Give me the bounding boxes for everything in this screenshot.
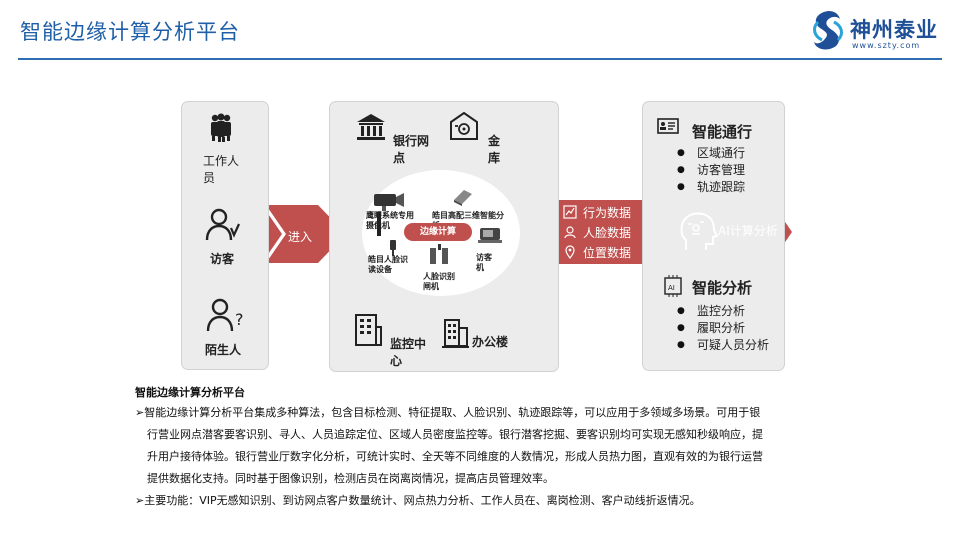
analysis-title: 智能分析: [692, 279, 753, 297]
traffic-list: 区域通行 访客管理 轨迹跟踪: [677, 145, 745, 196]
behavior-data-icon: [563, 205, 577, 219]
location-data-icon: [565, 245, 575, 259]
vault-icon: [450, 111, 478, 140]
device-label-face-gate: 人脸识别闸机: [423, 272, 455, 291]
camera-icon: [374, 193, 404, 211]
camera-pole-icon: [377, 212, 381, 236]
scene-label-vault: 金库: [488, 134, 501, 165]
device-label-visitor-machine: 访客机: [476, 253, 492, 272]
scene-label-bank: 银行网点: [393, 134, 430, 165]
analysis-item: 履职分析: [677, 320, 769, 337]
people-panel: [181, 101, 269, 370]
traffic-title: 智能通行: [692, 123, 753, 141]
ai-head-icon: [680, 212, 718, 250]
people-label-staff: 工作人员: [203, 154, 240, 185]
logo-url: www.szty.com: [852, 41, 921, 50]
flow-label-face: 人脸数据: [583, 226, 632, 240]
staff-group-icon: [211, 113, 231, 142]
description-line: 行营业网点潜客要客识别、寻人、人员追踪定位、区域人员密度监控等。银行潜客挖掘、要…: [147, 428, 763, 441]
device-label-camera: 鹰眼系统专用摄像机: [366, 211, 414, 230]
enter-arrow: [266, 205, 346, 263]
analysis-list: 监控分析 履职分析 可疑人员分析: [677, 303, 769, 354]
device-label-face-reader: 皓目人脸识读设备: [368, 255, 408, 274]
face-gate-icon: [430, 244, 448, 264]
description-line: 提供数据化支持。同时基于图像识别，检测店员在岗离岗情况，提高店员管理效率。: [147, 472, 554, 485]
face-data-icon: [564, 226, 576, 239]
traffic-item: 访客管理: [677, 162, 745, 179]
description-line: 升用户接待体验。银行营业厅数字化分析，可统计实时、全天等不同维度的人数情况，形成…: [147, 450, 763, 463]
people-label-stranger: 陌生人: [205, 343, 242, 357]
edge-computing-tag: 边缘计算: [404, 223, 472, 241]
3d-analyzer-icon: [454, 190, 472, 206]
description-line: ➢主要功能：VIP无感知识别、到访网点客户数量统计、网点热力分析、工作人员在、离…: [135, 494, 701, 507]
ai-analysis-label: AI计算分析: [718, 224, 778, 238]
flow-label-location: 位置数据: [583, 246, 632, 260]
scene-label-monitor: 监控中心: [390, 337, 427, 368]
analysis-item: 监控分析: [677, 303, 769, 320]
logo-name: 神州泰业: [850, 17, 938, 42]
description-line: ➢智能边缘计算分析平台集成多种算法，包含目标检测、特征提取、人脸识别、轨迹跟踪等…: [135, 406, 761, 419]
company-logo: 神州泰业 www.szty.com: [808, 8, 948, 54]
people-label-visitor: 访客: [210, 252, 235, 266]
traffic-item: 轨迹跟踪: [677, 179, 745, 196]
description-title: 智能边缘计算分析平台: [135, 386, 245, 399]
scene-label-office: 办公楼: [472, 335, 509, 349]
analysis-item: 可疑人员分析: [677, 337, 769, 354]
visitor-machine-icon: [478, 228, 502, 243]
id-card-icon: [657, 118, 679, 134]
monitor-center-icon: [355, 314, 382, 346]
logo-mark-icon: [813, 11, 843, 50]
header-divider: [18, 58, 942, 60]
enter-label: 进入: [288, 230, 313, 244]
stranger-icon: ?: [206, 298, 244, 332]
page-title: 智能边缘计算分析平台: [20, 20, 240, 44]
traffic-item: 区域通行: [677, 145, 745, 162]
ai-chip-icon: AI: [664, 275, 682, 297]
svg-text:?: ?: [235, 310, 244, 329]
visitor-icon: [205, 208, 241, 241]
svg-text:AI: AI: [668, 284, 675, 292]
office-building-icon: [442, 319, 469, 348]
face-reader-icon: [390, 240, 396, 256]
flow-label-behavior: 行为数据: [583, 206, 632, 220]
bank-icon: [357, 114, 385, 140]
